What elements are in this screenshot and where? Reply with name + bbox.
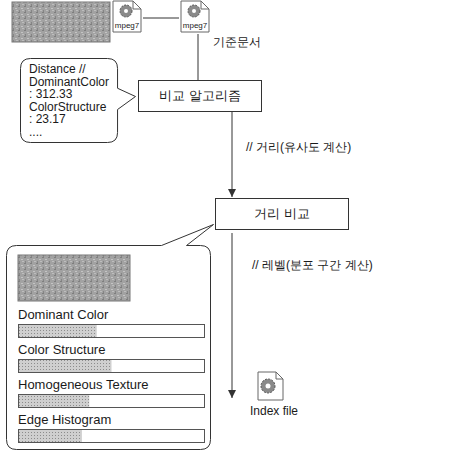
box-text: 비교 알고리즘	[147, 87, 253, 105]
bubble-shape	[7, 225, 214, 450]
box-text: 거리 비교	[224, 205, 340, 223]
document-icon	[181, 1, 209, 32]
callout-text: Homogeneous Texture	[18, 377, 149, 392]
image-thumbnail	[18, 255, 130, 301]
level-fill	[19, 430, 82, 442]
callout-bubble: Distance //DominantColor: 312.33ColorStr…	[20, 58, 118, 143]
level-bar	[19, 430, 205, 443]
level-bar	[19, 395, 205, 408]
level-bar	[19, 360, 205, 373]
process-box: 거리 비교	[215, 198, 349, 230]
level-bar	[19, 325, 205, 338]
link-line	[198, 34, 199, 80]
callout-text: : 23.17	[29, 113, 109, 126]
file-icon	[258, 372, 283, 400]
image-thumbnail	[12, 2, 110, 42]
callout-text: Dominant Color	[18, 307, 108, 322]
callout-text: Distance //	[29, 63, 109, 76]
callout-text: Edge Histogram	[18, 412, 111, 427]
link-line	[143, 18, 179, 19]
document-label: 기준문서	[213, 34, 261, 51]
callout-text: : 312.33	[29, 88, 109, 101]
step-note: // 거리(유사도 계산)	[246, 139, 351, 156]
flow-arrow	[232, 233, 233, 398]
level-fill	[19, 325, 97, 337]
bubble-shape	[21, 59, 136, 143]
level-fill	[19, 395, 89, 407]
flow-arrow	[232, 112, 233, 197]
file-label: Index file	[250, 404, 298, 418]
callout-text: ColorStructure	[29, 101, 109, 114]
step-note: // 레벨(분포 구간 계산)	[252, 257, 373, 274]
callout-text: DominantColor	[29, 76, 109, 89]
callout-text: Color Structure	[18, 342, 105, 357]
level-fill	[19, 360, 112, 372]
icon-caption: mpeg7	[113, 21, 141, 30]
callout-text: ....	[29, 126, 109, 139]
document-icon	[113, 1, 141, 32]
callout-bubble: Dominant ColorColor StructureHomogeneous…	[6, 245, 211, 450]
process-box: 비교 알고리즘	[138, 80, 262, 112]
icon-caption: mpeg7	[181, 21, 209, 30]
